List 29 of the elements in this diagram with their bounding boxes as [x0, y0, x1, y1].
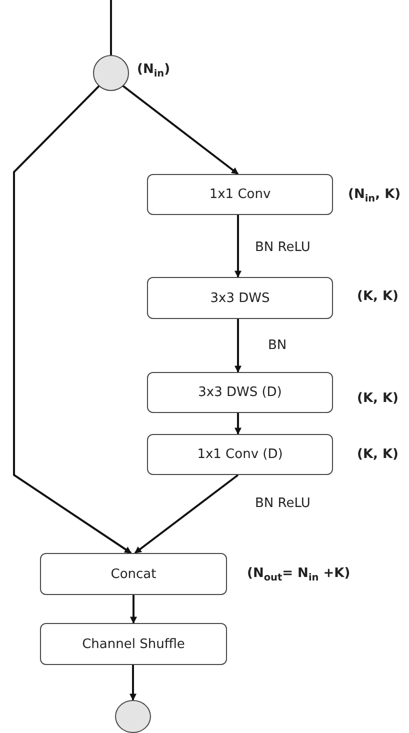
box-label: 1x1 Conv — [209, 187, 271, 202]
process-box — [147, 174, 333, 215]
connector-line — [110, 0, 112, 55]
arrow — [130, 665, 136, 701]
box-label: 1x1 Conv (D) — [197, 447, 283, 462]
dimension-note: (N$_{in}$, K) — [348, 187, 401, 205]
process-box — [147, 372, 333, 413]
junction-circle — [93, 55, 129, 91]
arrow — [130, 595, 137, 624]
process-box — [40, 623, 227, 665]
process-box — [147, 434, 333, 475]
arrow — [122, 84, 239, 175]
dimension-note: (K, K) — [357, 391, 398, 406]
process-box — [40, 553, 227, 595]
dimension-note: (N$_{out}$= N$_{in}$ +K) — [247, 566, 350, 584]
junction-circle — [115, 700, 151, 733]
box-label: Channel Shuffle — [82, 636, 185, 652]
process-box — [147, 277, 333, 319]
box-label: Concat — [110, 566, 156, 582]
arrow — [234, 413, 242, 435]
dimension-note: (N$_{in}$) — [137, 62, 170, 80]
box-label: 3x3 DWS — [210, 290, 270, 306]
dimension-note: (K, K) — [357, 447, 398, 462]
arrow — [13, 84, 132, 554]
box-label: 3x3 DWS (D) — [198, 385, 282, 400]
arrow — [134, 474, 239, 554]
arrow — [234, 215, 242, 278]
dimension-note: (K, K) — [357, 289, 398, 304]
arrow — [234, 319, 242, 373]
